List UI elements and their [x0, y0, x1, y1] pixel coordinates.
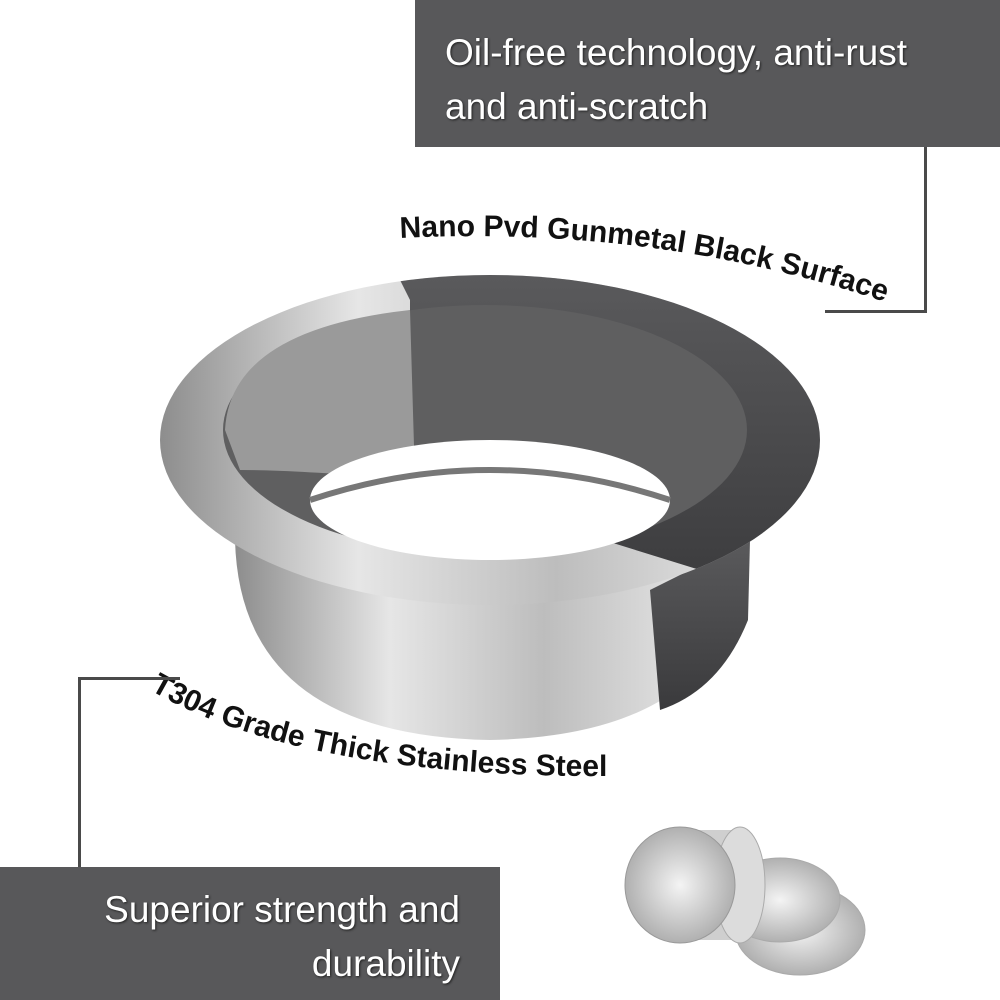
- flange-body: [160, 275, 820, 740]
- callout-bottom-line1: Superior strength and: [104, 889, 460, 930]
- callout-top-line2: and anti-scratch: [445, 86, 709, 127]
- callout-top: Oil-free technology, anti-rust and anti-…: [415, 0, 1000, 147]
- spare-discs: [624, 826, 866, 976]
- connector-top-vertical: [924, 147, 927, 313]
- callout-bottom: Superior strength and durability: [0, 867, 500, 1000]
- callout-top-line1: Oil-free technology, anti-rust: [445, 32, 908, 73]
- connector-top-horizontal: [825, 310, 927, 313]
- connector-bottom-vertical: [78, 677, 81, 867]
- callout-bottom-line2: durability: [311, 943, 460, 984]
- connector-bottom-horizontal: [78, 677, 180, 680]
